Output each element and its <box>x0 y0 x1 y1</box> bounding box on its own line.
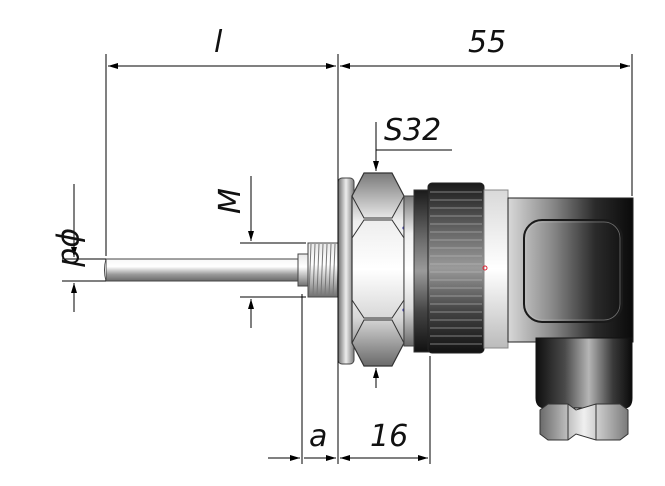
dim-label-nut-length: 16 <box>370 419 408 454</box>
white-ring <box>483 189 509 349</box>
probe-tip <box>104 258 107 282</box>
thread-section <box>307 242 343 298</box>
knurled-ring <box>427 182 485 354</box>
dim-label-diameter: ϕd <box>54 228 89 268</box>
hex-nut <box>337 172 406 367</box>
cable-gland <box>535 337 633 441</box>
probe-rod <box>105 258 303 282</box>
dim-label-wrench-size: S32 <box>384 113 441 148</box>
connector-housing <box>507 197 634 343</box>
dim-label-thread: M <box>213 188 248 214</box>
dim-label-housing-length: 55 <box>468 25 506 60</box>
dim-label-gap: a <box>309 419 327 454</box>
dimensions <box>62 54 633 464</box>
sensor-part <box>104 172 634 441</box>
dim-label-length: l <box>214 25 223 60</box>
